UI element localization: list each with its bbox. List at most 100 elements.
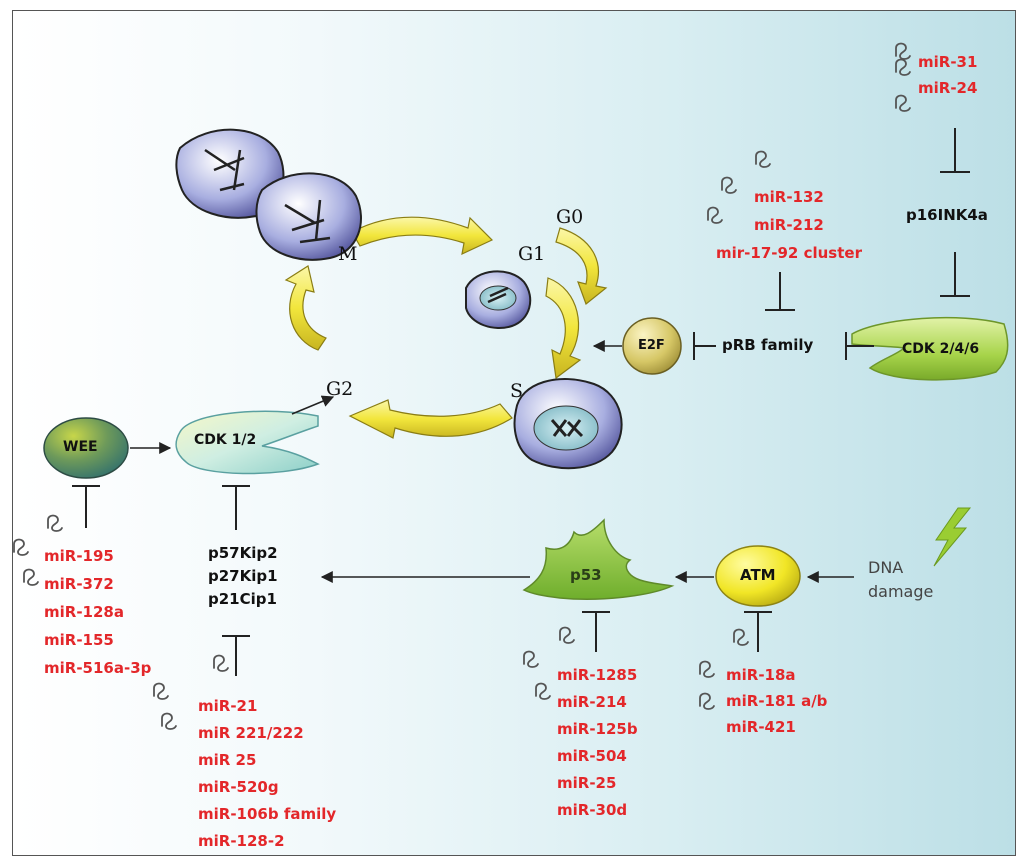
mirna-item: mir-17-92 cluster	[716, 244, 862, 262]
phase-g0-label: G0	[556, 206, 584, 228]
cdk12-label: CDK 1/2	[194, 432, 257, 448]
lightning-icon	[933, 507, 972, 567]
mirna-item: miR 221/222	[198, 724, 304, 742]
inhibit-p53	[582, 611, 610, 652]
p53-label: p53	[570, 566, 602, 584]
inhibit-p16	[940, 128, 970, 173]
cki-item: p27Kip1	[208, 567, 278, 585]
arrow-cdk12-to-g2	[291, 395, 335, 415]
mirna-item: miR-128-2	[198, 832, 285, 850]
mirna-hairpin-icon	[699, 660, 715, 678]
inhibit-cdk246	[940, 252, 970, 297]
s-cell	[513, 378, 623, 470]
cdk12-node	[175, 410, 320, 475]
arrow-g1-to-s	[545, 277, 582, 380]
e2f-label: E2F	[638, 338, 665, 353]
mirna-item: miR-504	[557, 747, 627, 765]
prb-label: pRB family	[722, 336, 814, 354]
inhibit-atm	[744, 611, 772, 652]
atm-node	[715, 545, 801, 607]
g1-cell	[465, 270, 532, 329]
mirna-item: miR-372	[44, 575, 114, 593]
p53-node	[522, 518, 675, 600]
mirna-hairpin-icon	[699, 692, 715, 710]
mirna-item: miR 25	[198, 751, 257, 769]
arrow-m-to-g1	[351, 216, 494, 256]
wee-node	[43, 417, 129, 479]
atm-label: ATM	[740, 566, 776, 584]
mirna-item: miR-106b family	[198, 805, 337, 823]
mirna-hairpin-icon	[733, 628, 749, 646]
mirna-hairpin-icon	[707, 206, 723, 224]
cycle-arrows	[284, 216, 608, 439]
phase-g2-label: G2	[326, 378, 354, 400]
mirna-item: miR-21	[198, 697, 258, 715]
phase-g1-label: G1	[518, 243, 546, 265]
arrow-g2-to-m	[284, 265, 327, 351]
cdk246-node	[851, 316, 1009, 381]
mirna-item: miR-24	[918, 79, 978, 97]
inhibit-cdk12	[222, 485, 250, 530]
p16-label: p16INK4a	[906, 206, 988, 224]
cdk246-label: CDK 2/4/6	[902, 341, 980, 357]
mirna-group-wee: miR-195 miR-372 miR-128a miR-155 miR-516…	[44, 542, 151, 682]
arrow-s-to-g2	[348, 399, 513, 439]
mirna-hairpin-icon	[895, 42, 911, 60]
phase-s-label: S	[510, 380, 524, 402]
mirna-item: miR-181 a/b	[726, 692, 828, 710]
mirna-hairpin-icon	[47, 514, 63, 532]
mirna-item: miR-516a-3p	[44, 659, 152, 677]
inhibit-prb	[765, 272, 795, 311]
mirna-group-p16: miR-31 miR-24	[918, 49, 977, 101]
mirna-hairpin-icon	[721, 176, 737, 194]
mirna-item: miR-30d	[557, 801, 628, 819]
dna-damage-line: DNA	[868, 558, 904, 577]
mirna-item: miR-18a	[726, 666, 796, 684]
inhibition-lines	[72, 128, 970, 676]
mirna-hairpin-icon	[23, 568, 39, 586]
wee-label: WEE	[63, 439, 98, 455]
inhibit-cki	[222, 635, 250, 676]
phase-m-label: M	[338, 243, 358, 265]
mirna-hairpin-icon	[535, 682, 551, 700]
mirna-item: miR-1285	[557, 666, 638, 684]
mirna-hairpin-icon	[559, 626, 575, 644]
dna-damage-line: damage	[868, 582, 934, 601]
mirna-hairpin-icon	[153, 682, 169, 700]
arrow-g0-to-s	[555, 227, 608, 305]
mirna-item: miR-128a	[44, 603, 124, 621]
mirna-item: miR-195	[44, 547, 114, 565]
cki-list: p57Kip2 p27Kip1 p21Cip1	[208, 542, 278, 611]
mitotic-cell-right	[255, 172, 362, 261]
mirna-hairpin-icon	[755, 150, 771, 168]
mirna-group-prb: miR-132 miR-212 mir-17-92 cluster	[716, 183, 862, 267]
mirna-item: miR-421	[726, 718, 796, 736]
mirna-group-cki: miR-21 miR 221/222 miR 25 miR-520g miR-1…	[198, 693, 336, 855]
mirna-item: miR-31	[918, 53, 978, 71]
mirna-item: miR-520g	[198, 778, 279, 796]
mirna-item: miR-132	[754, 188, 824, 206]
mirna-hairpin-icon	[895, 94, 911, 112]
mirna-hairpin-icon	[13, 538, 29, 556]
mirna-hairpin-icon	[523, 650, 539, 668]
mirna-hairpin-icon	[213, 654, 229, 672]
cki-item: p21Cip1	[208, 590, 277, 608]
mirna-hairpin-icon	[161, 712, 177, 730]
dna-damage-label: DNA damage	[868, 556, 933, 604]
activation-arrows	[130, 340, 854, 583]
e2f-node	[622, 317, 682, 375]
mirna-item: miR-155	[44, 631, 114, 649]
inhibit-e2f	[693, 332, 716, 360]
mirna-item: miR-214	[557, 693, 627, 711]
mirna-hairpin-icons	[13, 42, 911, 730]
mirna-group-p53: miR-1285 miR-214 miR-125b miR-504 miR-25…	[557, 662, 638, 824]
inhibit-wee	[72, 485, 100, 528]
mirna-item: miR-25	[557, 774, 617, 792]
mirna-hairpin-icon	[895, 58, 911, 76]
inhibit-prb-by-cdk	[845, 332, 874, 360]
mirna-item: miR-212	[754, 216, 824, 234]
mirna-group-atm: miR-18a miR-181 a/b miR-421	[726, 662, 827, 740]
cki-item: p57Kip2	[208, 544, 278, 562]
mirna-item: miR-125b	[557, 720, 638, 738]
